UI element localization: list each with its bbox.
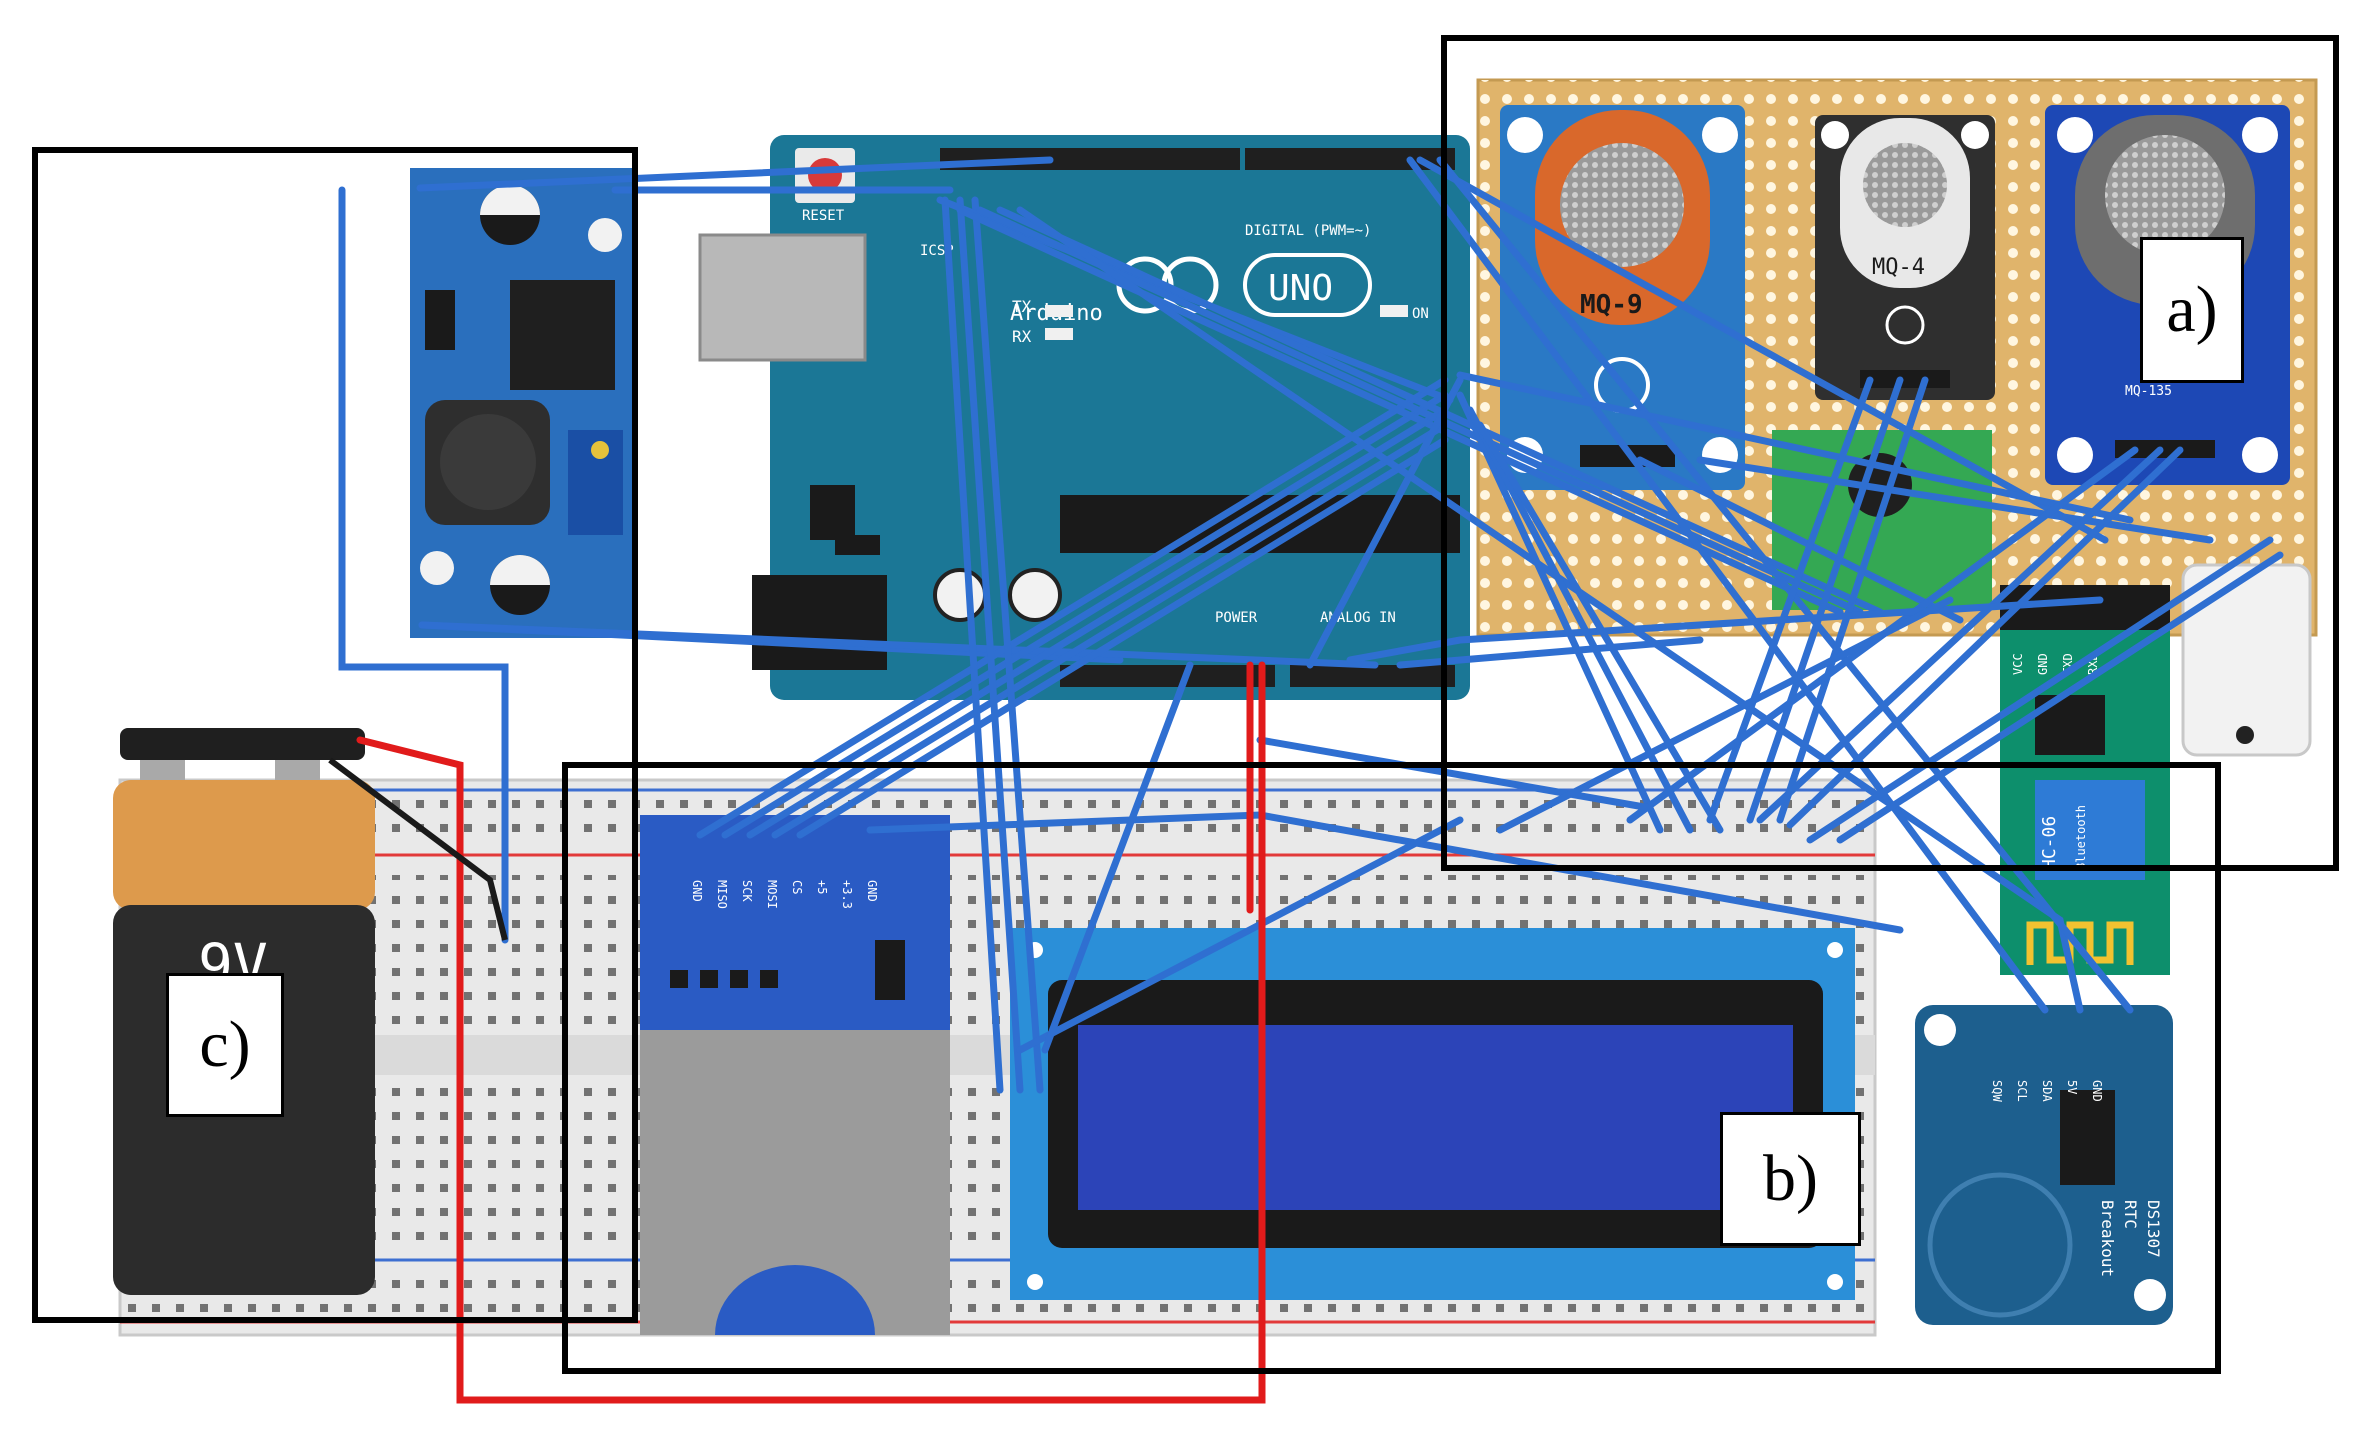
- lcd-display: [1010, 928, 1855, 1300]
- digital-header-right: [1245, 148, 1455, 170]
- sd-pin-6: +3.3: [840, 880, 854, 909]
- rtc-pin-2: SDA: [2040, 1080, 2054, 1102]
- bt-pin-0: VCC: [2011, 653, 2025, 675]
- rtc-pin-1: SCL: [2015, 1080, 2029, 1102]
- arduino-uno-board: RESET DIGITAL (PWM=~) Arduino UNO TX RX …: [698, 135, 1470, 700]
- power-jack: [752, 575, 887, 670]
- tx-label: TX: [1012, 297, 1032, 316]
- mq9-label: MQ-9: [1580, 290, 1643, 320]
- mq135-label: MQ-135: [2125, 384, 2172, 399]
- region-label-a: a): [2140, 237, 2244, 383]
- sd-pin-5: +5: [815, 880, 829, 894]
- battery-black-wire: [328, 757, 508, 941]
- rtc-sub2: Breakout: [2098, 1200, 2117, 1277]
- bt-pin-1: GND: [2036, 653, 2050, 675]
- red-wires: [356, 661, 1266, 1404]
- power-label: POWER: [1215, 610, 1258, 626]
- uno-label: UNO: [1268, 268, 1333, 309]
- sd-pin-7: GND: [865, 880, 879, 902]
- sd-pin-4: CS: [790, 880, 804, 894]
- region-box-c: [32, 147, 638, 1323]
- region-box-a: [1441, 35, 2339, 871]
- rtc-sub1: RTC: [2121, 1200, 2140, 1229]
- on-label: ON: [1412, 306, 1429, 322]
- mq4-label: MQ-4: [1872, 255, 1925, 280]
- bluetooth-brand: HC-06: [2039, 816, 2060, 870]
- bluetooth-sub: Bluetooth: [2074, 805, 2088, 870]
- rtc-title: DS1307: [2144, 1200, 2163, 1258]
- power-header: [1060, 665, 1275, 687]
- rtc-pin-3: 5V: [2065, 1080, 2079, 1094]
- sd-card-module: GND MISO SCK MOSI CS +5 +3.3 GND: [640, 815, 950, 1335]
- rx-label: RX: [1012, 327, 1032, 346]
- rtc-pin-0: SQW: [1990, 1080, 2004, 1102]
- mq4-sensor: MQ-4: [1815, 115, 1995, 400]
- sd-pin-3: MOSI: [765, 880, 779, 909]
- region-label-b: b): [1720, 1112, 1861, 1246]
- region-box-b: [562, 762, 2221, 1374]
- bluetooth-module: HC-06 Bluetooth VCC GND TXD RXD: [2000, 585, 2170, 975]
- region-label-c: c): [166, 973, 284, 1117]
- analog-header: [1290, 665, 1455, 687]
- reset-label: RESET: [802, 208, 845, 224]
- digital-header-left: [940, 148, 1240, 170]
- digital-label: DIGITAL (PWM=~): [1245, 223, 1371, 239]
- dht-sensor: [2181, 563, 2312, 757]
- buck-converter-module: [410, 168, 635, 638]
- sd-pin-1: MISO: [715, 880, 729, 909]
- sd-pin-0: GND: [690, 880, 704, 902]
- sd-pin-2: SCK: [740, 880, 754, 902]
- usb-port: [698, 233, 867, 362]
- rtc-module: SQW SCL SDA 5V GND DS1307 RTC Breakout: [1915, 1005, 2173, 1325]
- rtc-pin-4: GND: [2090, 1080, 2104, 1102]
